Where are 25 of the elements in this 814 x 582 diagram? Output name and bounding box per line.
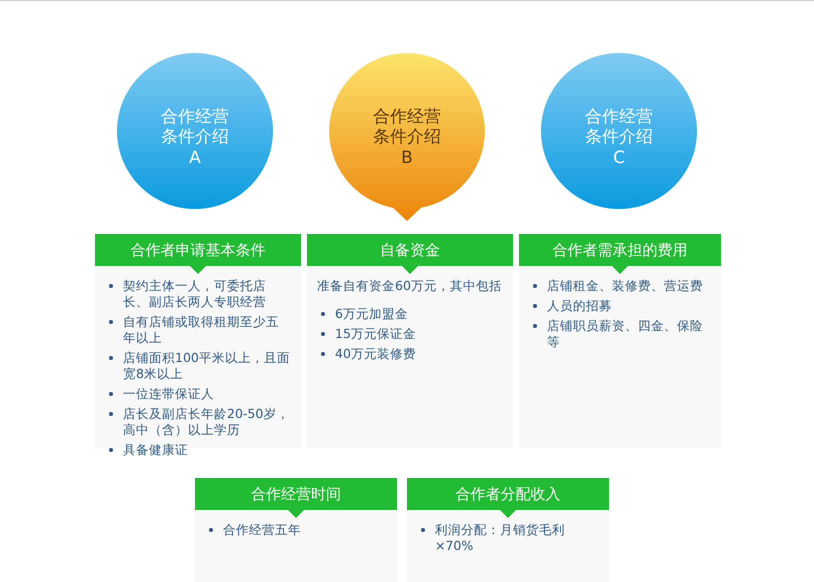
list-item: 自有店铺或取得租期至少五年以上	[105, 314, 291, 346]
list-item: 店长及副店长年龄20-50岁，高中（含）以上学历	[105, 406, 291, 438]
list-item: 店铺租金、装修费、营运费	[529, 278, 711, 294]
list-item: 利润分配：月销货毛利×70%	[417, 522, 599, 554]
circle-title: 合作经营条件介绍	[584, 107, 654, 147]
list-item: 合作经营五年	[205, 522, 387, 538]
list-item: 15万元保证金	[317, 326, 503, 342]
circle-letter: A	[188, 148, 202, 168]
list-item: 人员的招募	[529, 298, 711, 314]
circle-letter: B	[400, 148, 414, 168]
list-item: 40万元装修费	[317, 346, 503, 362]
list-item: 一位连带保证人	[105, 386, 291, 402]
circle-letter: C	[612, 148, 626, 168]
intro-text: 准备自有资金60万元，其中包括	[317, 278, 503, 294]
info-card	[407, 478, 609, 582]
info-card	[195, 478, 397, 582]
circle-title: 合作经营条件介绍	[160, 107, 230, 147]
circle-title: 合作经营条件介绍	[372, 107, 442, 147]
list-item: 契约主体一人，可委托店长、副店长两人专职经营	[105, 278, 291, 310]
list-item: 店铺职员薪资、四金、保险等	[529, 318, 711, 350]
info-card	[307, 234, 513, 448]
list-item: 6万元加盟金	[317, 306, 503, 322]
list-item: 具备健康证	[105, 442, 291, 458]
list-item: 店铺面积100平米以上，且面宽8米以上	[105, 350, 291, 382]
info-card	[519, 234, 721, 448]
